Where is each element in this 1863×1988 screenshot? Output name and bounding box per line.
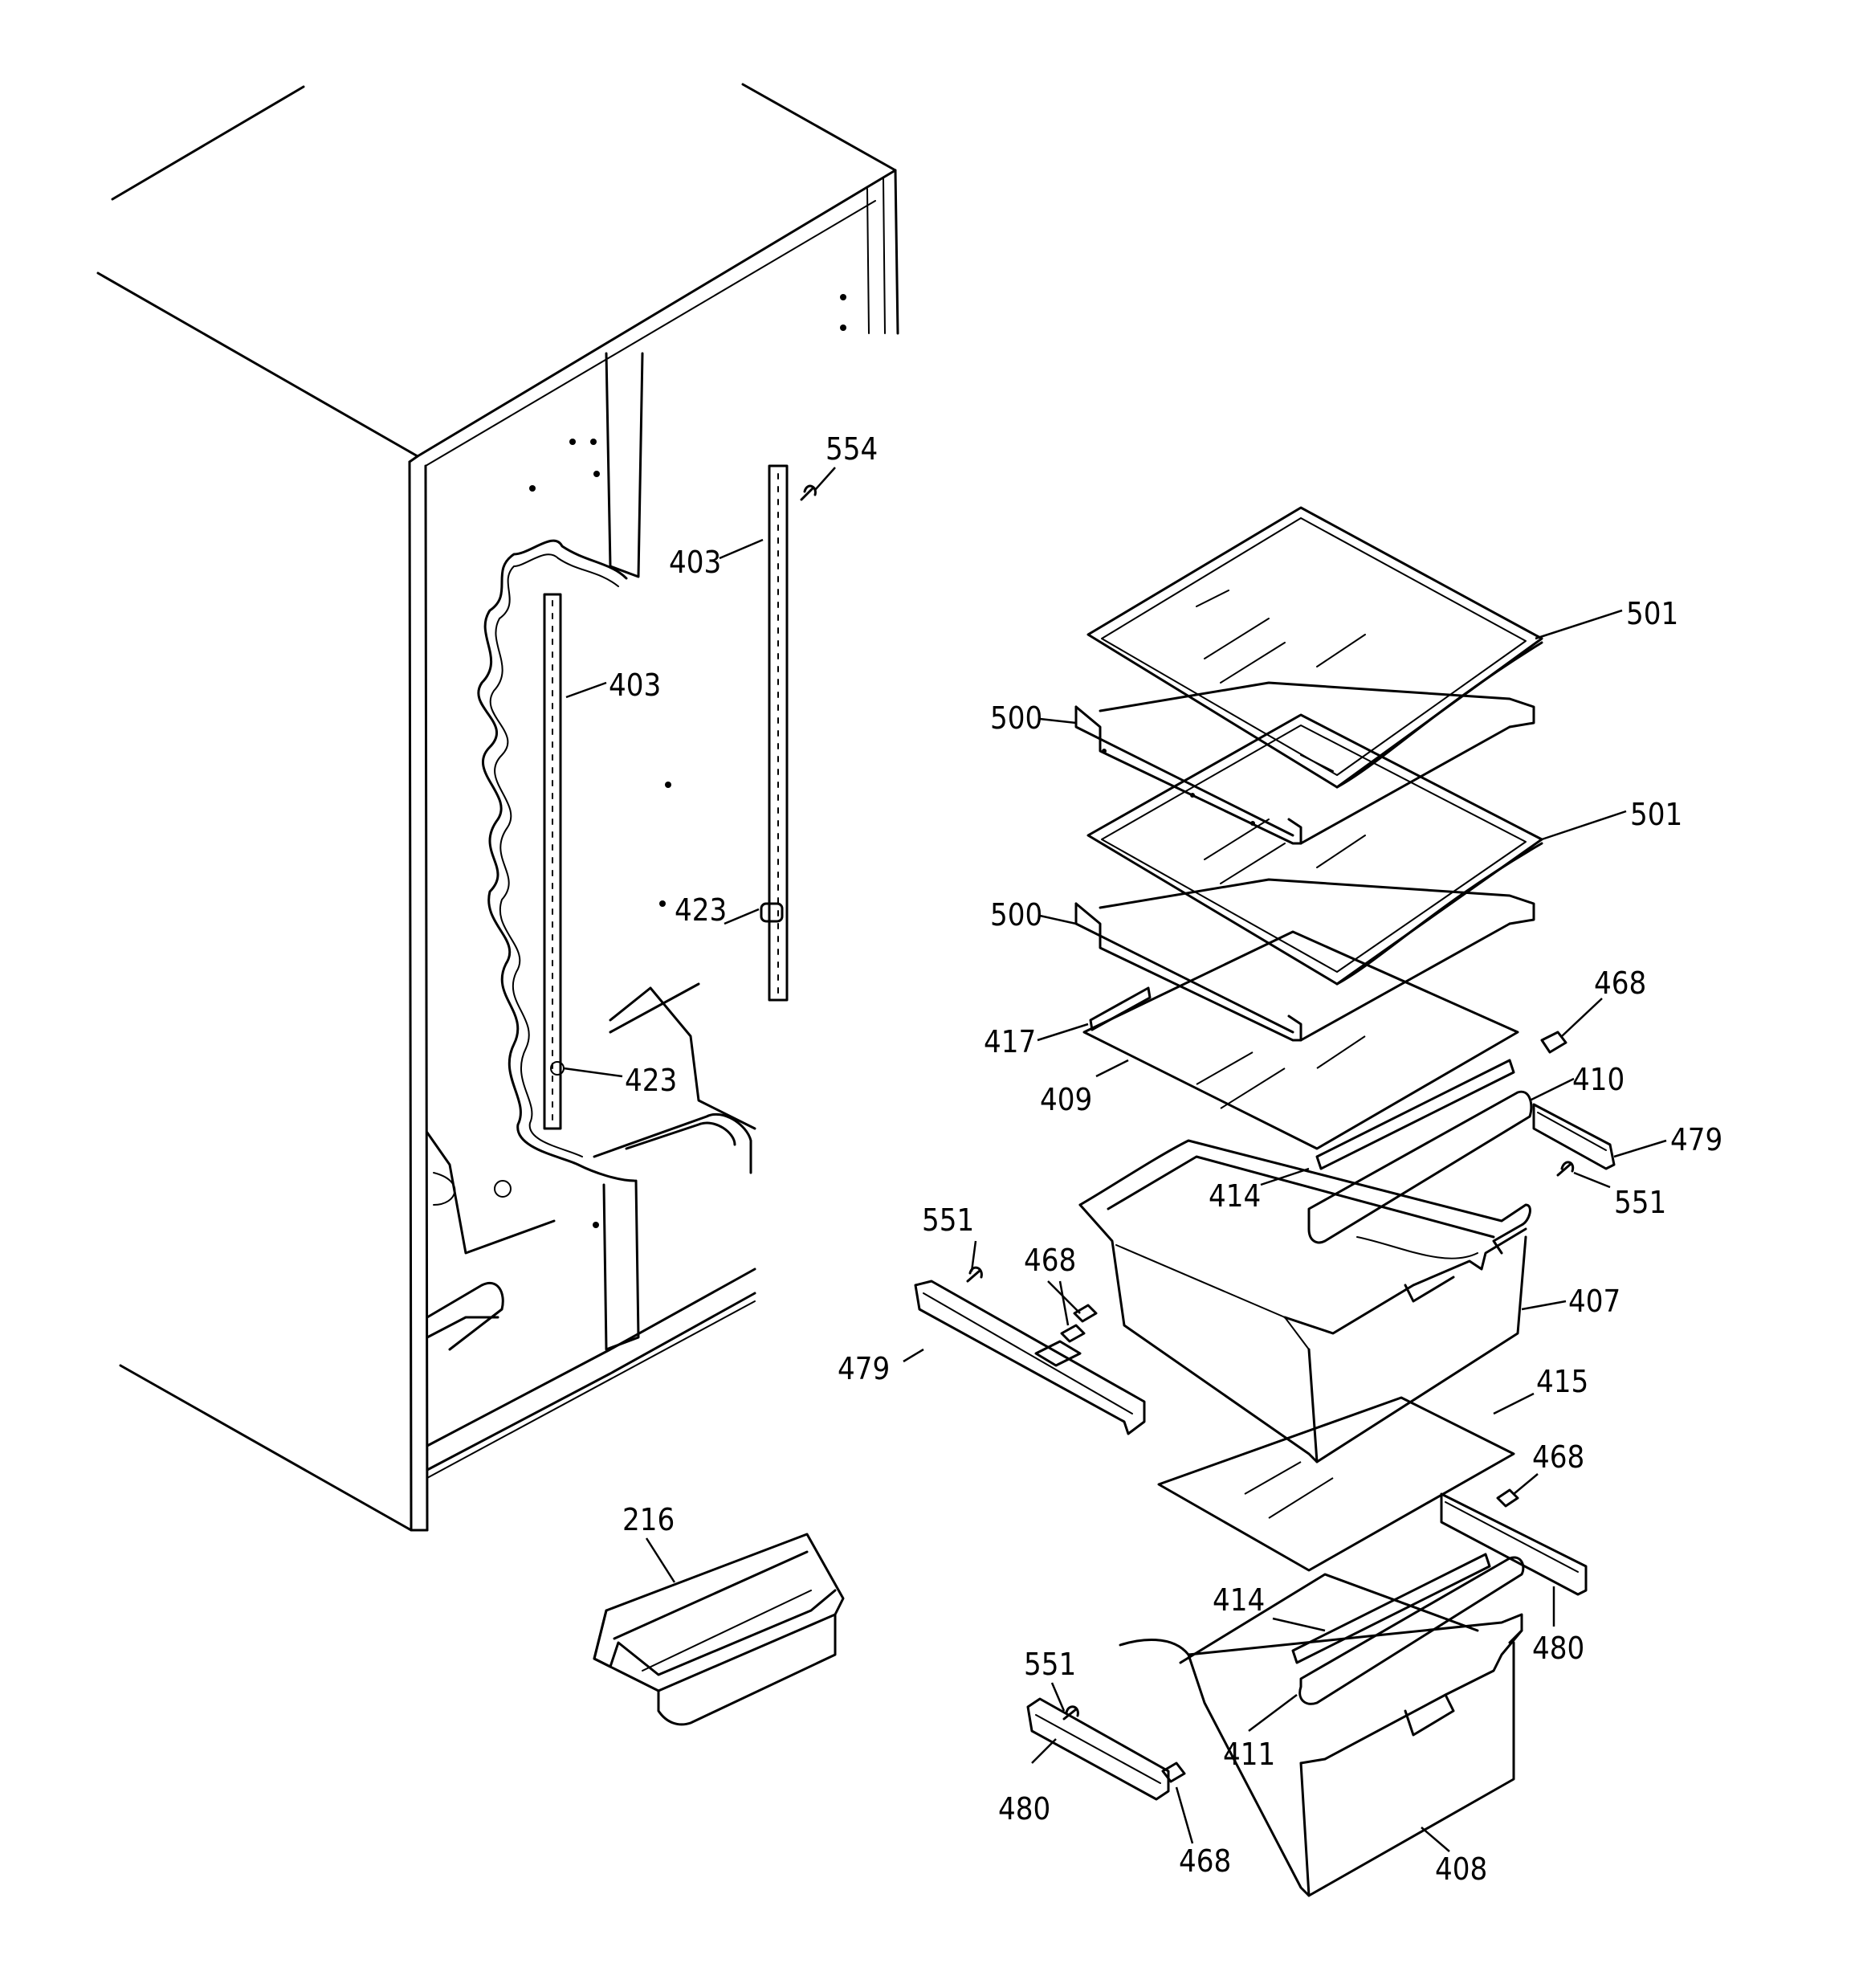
callout-480-left: 480 [998,1791,1050,1827]
screw-551-upper-left [966,1266,983,1283]
screw-551-lower-left [1062,1705,1079,1721]
callout-417: 417 [984,1024,1036,1059]
callout-216: 216 [622,1502,675,1537]
slide-rail-479-left [914,1280,1146,1435]
refrigerator-cabinet [96,83,899,1532]
callout-479-left: 479 [838,1351,890,1386]
callout-414-lower: 414 [1213,1582,1265,1618]
rail-414-lower [1291,1553,1491,1664]
screw-554 [800,484,817,501]
callout-468-mid-right: 468 [1532,1439,1584,1475]
callout-500-lower: 500 [990,897,1042,933]
callout-500-upper: 500 [990,700,1042,736]
callout-423-lower: 423 [625,1063,677,1098]
callout-labels: 554 403 403 423 423 501 500 501 500 468 … [609,431,1722,1887]
callout-479-right: 479 [1670,1122,1722,1157]
callout-468-lower: 468 [1179,1843,1231,1879]
drawer-cover-410 [1307,1090,1533,1259]
slide-rail-480-right [1440,1492,1588,1596]
pin-423-upper [760,902,784,923]
glass-cover-409 [1082,930,1519,1150]
shelf-ladder-403-right [768,464,789,1002]
glass-cover-415 [1157,1396,1515,1572]
stopper-468-lower [1161,1761,1186,1783]
stopper-468-left-upper [1060,1304,1098,1343]
stopper-468-mid-right [1496,1488,1519,1508]
shelf-bracket-500-upper [1074,681,1535,845]
glass-shelf-501-upper [1086,506,1543,789]
callout-408: 408 [1435,1851,1487,1887]
callout-554: 554 [826,431,878,467]
callout-501-lower: 501 [1630,797,1682,832]
callout-468-upper-right: 468 [1594,965,1646,1001]
slide-rail-480-left [1026,1697,1170,1801]
rail-414-upper [1315,1059,1515,1170]
leader-lines [563,467,1667,1852]
crisper-drawer-407 [1078,1139,1531,1463]
callout-551-lower-left: 551 [1024,1647,1076,1682]
screw-551-right [1556,1161,1575,1177]
callout-423-upper: 423 [675,892,727,928]
callout-551-right: 551 [1614,1185,1666,1220]
slide-rail-479-right [1532,1103,1616,1170]
callout-480-right: 480 [1532,1631,1584,1666]
callout-403-left: 403 [609,667,661,703]
callout-410: 410 [1572,1062,1625,1097]
callout-409: 409 [1040,1082,1092,1117]
callout-415: 415 [1536,1364,1588,1399]
stopper-468-upper-right [1540,1031,1567,1054]
crisper-drawer-408 [1119,1573,1523,1897]
callout-411: 411 [1223,1737,1275,1772]
callout-551-upper-left: 551 [922,1202,974,1238]
spacer-417 [1089,986,1152,1031]
callout-414-upper: 414 [1209,1178,1261,1214]
shelf-ladder-403-left [543,593,562,1130]
callout-403-right: 403 [669,545,721,580]
drawer-cover-411 [1298,1556,1525,1705]
callout-407: 407 [1568,1284,1620,1319]
callout-468-left-upper: 468 [1024,1243,1076,1278]
door-bin-216 [593,1533,845,1726]
shelf-bracket-500-lower [1074,878,1535,1042]
callout-501-upper: 501 [1626,596,1678,631]
